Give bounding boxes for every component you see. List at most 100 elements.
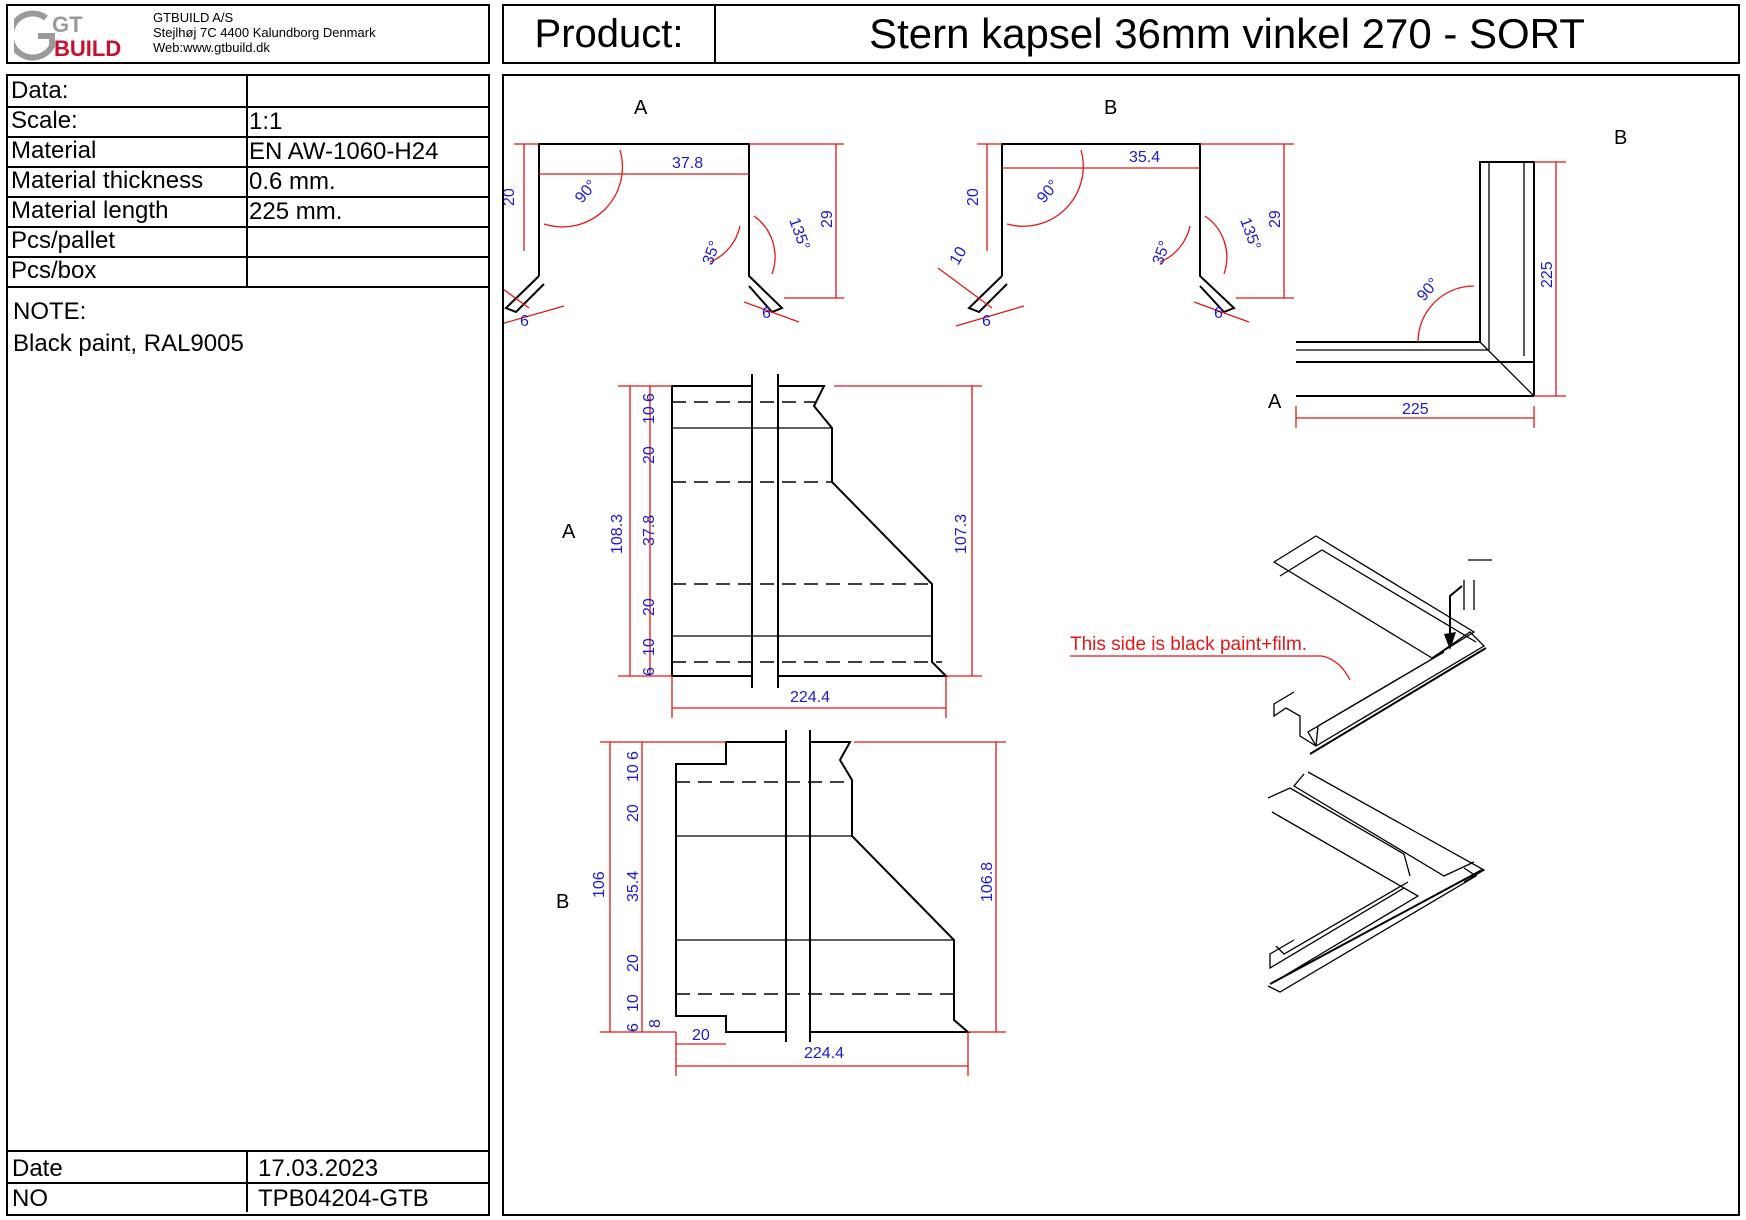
profile-b-width: 35.4	[1129, 149, 1160, 166]
flat-b-seg-4: 35.4	[625, 871, 642, 902]
profile-a-angle3: 35°	[700, 239, 724, 268]
company-name: GTBUILD A/S	[153, 10, 234, 25]
company-web: Web:www.gtbuild.dk	[153, 40, 270, 55]
profile-a-h1: 20	[504, 188, 518, 206]
profile-b-h4: 6	[1214, 305, 1223, 322]
info-label: Pcs/box	[11, 257, 97, 284]
flat-b-seg-6: 10	[625, 994, 642, 1012]
info-row-scale: Scale: 1:1	[8, 106, 488, 138]
note-text: Black paint, RAL9005	[13, 330, 244, 357]
annotation-leader-black	[1449, 585, 1463, 636]
flat-pattern-b: B 106 6 10 20 35.4 20 10 6 8 20 106.8 22…	[556, 730, 1006, 1076]
profile-b-height: 29	[1267, 210, 1284, 228]
annotation-text: This side is black paint+film.	[1070, 634, 1307, 655]
profile-a-section: A 37.8 20 10 6 29 90° 135° 35° 6	[504, 97, 844, 330]
info-label: Scale:	[11, 107, 78, 134]
profile-a-angle1-arc	[543, 149, 624, 228]
flat-a-seg-1: 6	[641, 393, 658, 402]
profile-a-angle2: 135°	[785, 216, 812, 253]
profile-a-width: 37.8	[672, 155, 703, 172]
corner-length-b: 225	[1539, 261, 1556, 288]
profile-a-h2: 10	[504, 244, 506, 268]
corner-angle-arc	[1417, 285, 1475, 343]
product-header: Product: Stern kapsel 36mm vinkel 270 - …	[502, 4, 1740, 64]
corner-angle: 90°	[1414, 275, 1443, 304]
flat-a-seg-7: 6	[641, 667, 658, 676]
profile-b-angle2: 135°	[1236, 216, 1263, 253]
info-label: Pcs/pallet	[11, 227, 116, 254]
corner-length-a: 225	[1402, 401, 1429, 418]
flat-a-outline	[671, 385, 949, 677]
flat-a-seg-2: 10	[641, 406, 658, 424]
profile-b-angle3: 35°	[1150, 239, 1174, 268]
product-label: Product:	[504, 6, 716, 62]
profile-a-angle3-arc	[709, 225, 741, 263]
logo-gt: GT	[52, 12, 83, 37]
profile-b-angle1: 90°	[1034, 177, 1063, 206]
info-value: 1:1	[249, 108, 283, 135]
flat-a-seg-6: 10	[641, 638, 658, 656]
no-value: TPB04204-GTB	[258, 1185, 429, 1212]
corner-outline	[1296, 161, 1535, 363]
flat-a-width: 224.4	[790, 689, 830, 706]
info-label: Material length	[11, 197, 169, 224]
profile-b-h1: 20	[965, 188, 982, 206]
annotation-leader	[1321, 655, 1351, 681]
technical-drawing: A 37.8 20 10 6 29 90° 135° 35° 6 B 35.4 …	[504, 97, 1627, 1076]
profile-a-angle1: 90°	[572, 177, 601, 206]
gtbuild-logo: GT BUILD	[14, 10, 121, 61]
flat-a-seg-5: 20	[641, 598, 658, 616]
profile-a-h3: 6	[520, 313, 529, 330]
flat-b-outline	[675, 741, 971, 1033]
logo-build: BUILD	[54, 36, 121, 61]
info-value: 0.6 mm.	[249, 168, 336, 195]
profile-b-h3: 6	[982, 313, 991, 330]
profile-b-h2: 10	[947, 244, 971, 268]
profile-a-height: 29	[819, 210, 836, 228]
note-title: NOTE:	[13, 298, 87, 325]
profile-b-outline	[967, 143, 1236, 314]
drawing-area: A 37.8 20 10 6 29 90° 135° 35° 6 B 35.4 …	[502, 74, 1740, 1216]
flat-b-label: B	[556, 891, 569, 913]
isometric-view-bottom	[1267, 771, 1486, 993]
annotation-arrowhead	[1444, 632, 1456, 650]
info-row-thickness: Material thickness 0.6 mm.	[8, 166, 488, 198]
profile-b-angle1-arc	[1006, 149, 1084, 227]
profile-a-angle2-arc	[753, 215, 776, 275]
flat-a-total-right: 107.3	[953, 514, 970, 554]
profile-b-h3-dim	[955, 305, 1025, 327]
profile-a-outline	[504, 143, 784, 314]
info-row-pcs-pallet: Pcs/pallet	[8, 226, 488, 258]
profile-b-angle2-arc	[1204, 215, 1228, 275]
info-label: Material	[11, 137, 97, 164]
flat-b-seg-7: 6	[625, 1023, 642, 1032]
profile-a-h3-dim	[504, 305, 565, 324]
corner-plan-view: B A 225 225 90°	[1268, 127, 1627, 428]
flat-a-label: A	[562, 521, 576, 543]
flat-a-seg-3: 20	[641, 446, 658, 464]
flat-b-total-right: 106.8	[979, 862, 996, 902]
flat-b-seg-2: 10	[625, 764, 642, 782]
flat-b-seg-1: 6	[625, 751, 642, 760]
flat-b-seg-5: 20	[625, 954, 642, 972]
profile-a-h4: 6	[762, 305, 771, 322]
info-label: Material thickness	[11, 167, 204, 194]
product-name: Stern kapsel 36mm vinkel 270 - SORT	[869, 10, 1585, 57]
info-row-pcs-box: Pcs/box	[8, 256, 488, 288]
corner-label-b: B	[1614, 127, 1627, 149]
flat-b-seg-3: 20	[625, 804, 642, 822]
isometric-view-top	[1272, 535, 1492, 755]
flat-b-total-left: 106	[591, 871, 608, 898]
profile-b-angle3-arc	[1159, 225, 1191, 263]
corner-label-a: A	[1268, 391, 1282, 413]
flat-pattern-a: A 108.3 6 10 20 37.8 20 10 6 107.3 224.4	[562, 374, 982, 718]
flat-a-total-left: 108.3	[609, 514, 626, 554]
company-address: Stejlhøj 7C 4400 Kalundborg Denmark	[153, 25, 376, 40]
company-header: GT BUILD GTBUILD A/S Stejlhøj 7C 4400 Ka…	[6, 4, 490, 64]
date-value: 17.03.2023	[258, 1155, 379, 1182]
flat-b-small-h: 8	[647, 1019, 664, 1028]
